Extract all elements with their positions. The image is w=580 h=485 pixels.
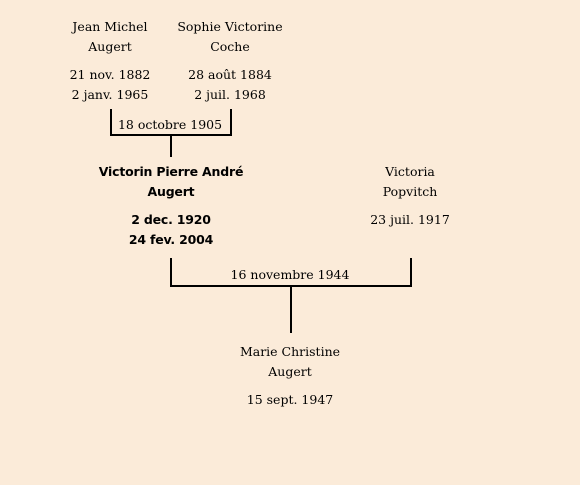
connector-to-father xyxy=(170,136,172,157)
person-surname: Augert xyxy=(88,39,132,54)
connector-father-vertical xyxy=(170,258,172,287)
marriage-2-date: 16 novembre 1944 xyxy=(230,267,350,282)
person-first-names: Victoria xyxy=(385,164,435,179)
person-surname: Augert xyxy=(268,364,312,379)
person-sophie-victorine-coche[interactable]: Sophie Victorine Coche 28 août 1884 2 ju… xyxy=(165,17,295,105)
person-first-names: Victorin Pierre André xyxy=(98,164,244,179)
person-surname: Popvitch xyxy=(382,184,438,199)
death-date: 2 janv. 1965 xyxy=(71,87,149,102)
person-first-names: Sophie Victorine xyxy=(177,19,283,34)
person-marie-christine-augert[interactable]: Marie Christine Augert 15 sept. 1947 xyxy=(220,342,360,410)
person-dates: 21 nov. 1882 2 janv. 1965 xyxy=(50,65,170,105)
connector-to-child xyxy=(290,287,292,333)
death-date: 2 juil. 1968 xyxy=(194,87,266,102)
birth-date: 21 nov. 1882 xyxy=(69,67,151,82)
birth-date: 2 dec. 1920 xyxy=(131,212,211,227)
person-first-names: Jean Michel xyxy=(72,19,148,34)
person-dates: 15 sept. 1947 xyxy=(220,390,360,410)
person-victoria-popvitch[interactable]: Victoria Popvitch 23 juil. 1917 xyxy=(350,162,470,230)
birth-date: 15 sept. 1947 xyxy=(246,392,334,407)
person-victorin-pierre-andre-augert[interactable]: Victorin Pierre André Augert 2 dec. 1920… xyxy=(85,162,257,250)
person-jean-michel-augert[interactable]: Jean Michel Augert 21 nov. 1882 2 janv. … xyxy=(50,17,170,105)
death-date: 24 fev. 2004 xyxy=(128,232,214,247)
birth-date: 23 juil. 1917 xyxy=(370,212,450,227)
person-surname: Augert xyxy=(147,184,195,199)
connector-marriage-2-horizontal xyxy=(170,285,412,287)
person-dates: 23 juil. 1917 xyxy=(350,210,470,230)
connector-grandfather-vertical xyxy=(110,109,112,136)
marriage-1-date: 18 octobre 1905 xyxy=(117,117,223,132)
person-first-names: Marie Christine xyxy=(239,344,341,359)
birth-date: 28 août 1884 xyxy=(188,67,272,82)
person-dates: 28 août 1884 2 juil. 1968 xyxy=(165,65,295,105)
connector-mother-vertical xyxy=(410,258,412,287)
person-dates: 2 dec. 1920 24 fev. 2004 xyxy=(85,210,257,250)
connector-marriage-1-horizontal xyxy=(110,134,232,136)
person-surname: Coche xyxy=(210,39,250,54)
connector-grandmother-vertical xyxy=(230,109,232,136)
